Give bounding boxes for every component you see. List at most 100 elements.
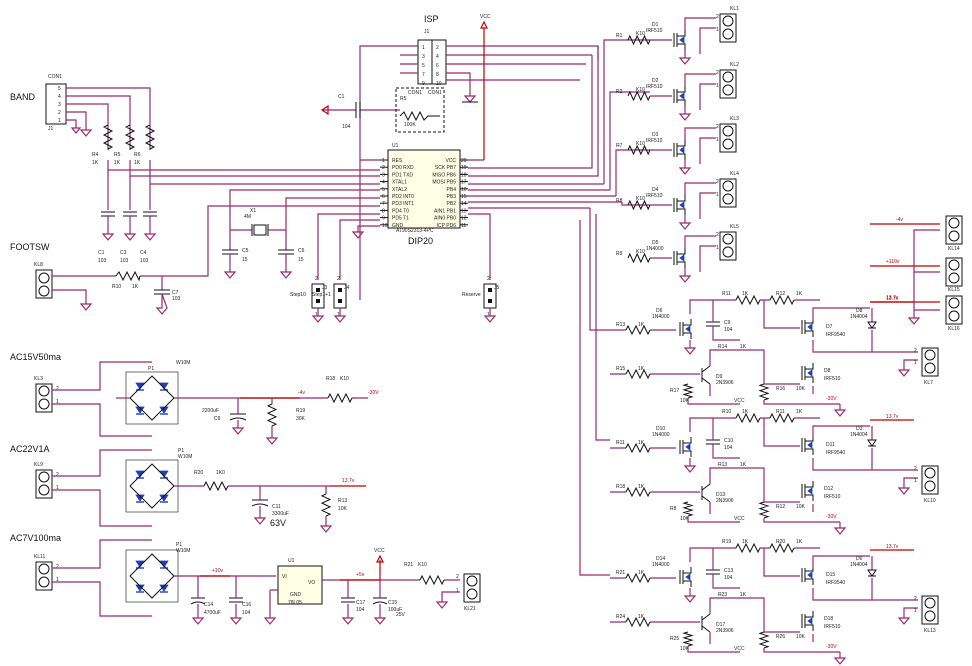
svg-text:J1: J1 bbox=[48, 126, 54, 132]
terminal-screw bbox=[924, 480, 936, 492]
channel-r-ref: R11 bbox=[776, 409, 785, 415]
wire bbox=[689, 299, 820, 341]
terminal-screw bbox=[722, 233, 734, 245]
relay-mosfet bbox=[673, 248, 686, 268]
mcu-pin-number: 16 bbox=[461, 187, 467, 193]
ground-symbol bbox=[143, 233, 157, 241]
svg-text:103: 103 bbox=[172, 296, 181, 302]
wire bbox=[812, 634, 841, 658]
ground-symbol bbox=[253, 517, 267, 525]
footsw-title: FOOTSW bbox=[10, 242, 50, 252]
mcu-pin-number: 5 bbox=[382, 187, 385, 193]
ac15-r18-ref: R18 bbox=[326, 376, 335, 382]
ac7-cap-voltage: 25V bbox=[396, 612, 406, 618]
resistor bbox=[769, 412, 795, 424]
channel-npn-ref: D9 bbox=[716, 374, 723, 380]
channel-r-ref: R20 bbox=[776, 539, 785, 545]
wire bbox=[763, 548, 800, 577]
channel-cap-ref: C10 bbox=[724, 438, 733, 444]
channel-npn-part: 2N3906 bbox=[716, 628, 734, 634]
wire bbox=[763, 400, 840, 405]
relay-mosfet bbox=[673, 86, 686, 106]
relay-resistor-value: K10 bbox=[636, 249, 645, 255]
mcu-pin-name: PD1 TXD bbox=[392, 172, 413, 178]
relay-resistor-ref: R9 bbox=[616, 251, 623, 257]
channel-r14-value: 1K bbox=[740, 344, 747, 350]
channel-neg-label: -30V bbox=[826, 396, 837, 402]
channel-r16-value: 10K bbox=[796, 386, 806, 392]
ac7-cap-ref: C17 bbox=[356, 600, 365, 606]
mosfet-arrow bbox=[679, 92, 685, 100]
relay-mosfet bbox=[673, 195, 686, 215]
band-pin-number: 2 bbox=[58, 110, 61, 116]
ac7-kl: KL11 bbox=[34, 554, 46, 560]
ground-symbol bbox=[897, 617, 911, 625]
mcu-pin-number: 8 bbox=[382, 208, 385, 214]
mosfet-arrow bbox=[685, 443, 691, 451]
mcu-pin-name: PB2 bbox=[447, 201, 457, 207]
ground-symbol bbox=[678, 222, 692, 230]
relay-resistor-ref: R2 bbox=[616, 89, 623, 95]
resistor bbox=[758, 631, 770, 649]
ground-symbol bbox=[229, 617, 243, 625]
ac15-r19-ref: R19 bbox=[296, 408, 305, 414]
wire bbox=[740, 349, 800, 385]
mcu-pin-name: AIN0 PB0 bbox=[434, 216, 456, 222]
mcu-pin-number: 11 bbox=[461, 223, 466, 229]
crystal-x1: X1 4M C5 15 C6 15 bbox=[222, 208, 305, 279]
mcu-pin-number: 14 bbox=[461, 201, 467, 207]
ground-symbol bbox=[265, 437, 279, 445]
svg-text:X1: X1 bbox=[250, 208, 256, 214]
channel-r17-ref: R17 bbox=[670, 388, 679, 394]
ac22-rail: 13.7v bbox=[342, 478, 355, 484]
ac15-cap-value: 2200uF bbox=[202, 408, 219, 414]
ac7-vcc: VCC bbox=[374, 548, 385, 554]
ground-symbol bbox=[123, 233, 137, 241]
ac22-bridge-part: W10M bbox=[178, 454, 192, 460]
jumper-name: Step1+1 bbox=[312, 292, 331, 298]
mcu-pin-name: PD5 T1 bbox=[392, 216, 409, 222]
right-rails: -4v +110v 13.7v KL14 KL15 KL16 bbox=[870, 215, 963, 332]
ac7-rail2: +5v bbox=[356, 572, 365, 578]
svg-text:KL14: KL14 bbox=[948, 246, 960, 252]
mosfet-arrow bbox=[679, 254, 685, 262]
band-pin-number: 5 bbox=[58, 86, 61, 92]
svg-text:1K: 1K bbox=[132, 284, 139, 290]
vcc-arrow bbox=[376, 554, 384, 563]
channel-input-mosfet bbox=[679, 319, 692, 339]
channel-r14-value: 1K bbox=[740, 592, 747, 598]
diode bbox=[867, 439, 877, 447]
channel-diode-part: 1N4000 bbox=[652, 432, 670, 438]
terminal-pin: 2 bbox=[716, 232, 719, 238]
terminal-screw bbox=[924, 362, 936, 374]
band-cap-ref: C4 bbox=[140, 250, 147, 256]
channel-r-value: 1K bbox=[796, 291, 803, 297]
terminal-screw bbox=[722, 84, 734, 96]
wire bbox=[763, 300, 800, 329]
channel-kl-label: KL7 bbox=[924, 380, 933, 386]
ac15-rail: -30V bbox=[368, 390, 379, 396]
mcu-pin-name: VCC bbox=[445, 158, 456, 164]
terminal-pin: 2 bbox=[456, 574, 459, 580]
channel-cap-value: 104 bbox=[724, 445, 733, 451]
resistor bbox=[682, 501, 694, 517]
ac15-rail-minus: -4v bbox=[298, 390, 305, 396]
band-cap-ref: C1 bbox=[98, 250, 105, 256]
mcu-pin-name: ICP PD6 bbox=[437, 223, 457, 229]
channel-outmos-ref: D18 bbox=[824, 616, 833, 622]
terminal-screw bbox=[38, 576, 50, 588]
channel-r17-value: 10K bbox=[680, 516, 690, 522]
channel-pmos-part: IRF9540 bbox=[826, 332, 845, 338]
relay-mosfet-ref: D2 bbox=[652, 78, 659, 84]
ac15-kl: KL3 bbox=[34, 376, 43, 382]
isp-pin-number: 2 bbox=[436, 45, 439, 51]
ground-symbol bbox=[319, 525, 333, 533]
jumper-pin bbox=[316, 288, 320, 292]
mcu-pin-number: 20 bbox=[461, 158, 467, 164]
ground-symbol bbox=[341, 617, 355, 625]
ac22-kl: KL9 bbox=[34, 462, 43, 468]
channel-r-value: 1K bbox=[796, 409, 803, 415]
